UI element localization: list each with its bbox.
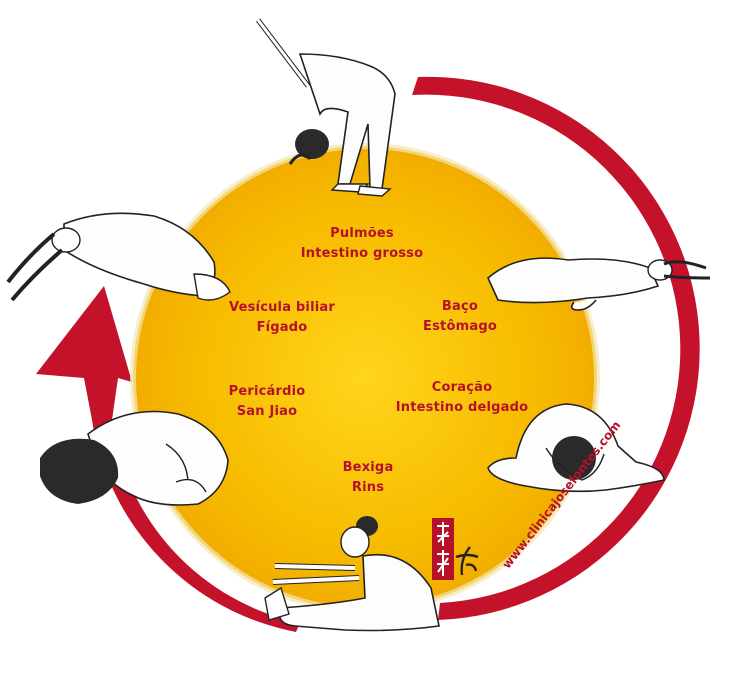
- label-coracao-line2: Intestino delgado: [395, 400, 529, 415]
- cycle-arrow-head: [36, 286, 132, 420]
- label-bexiga: Bexiga Rins: [343, 458, 394, 498]
- label-coracao-line1: Coração: [431, 380, 493, 395]
- element-circle: [133, 146, 597, 610]
- label-pulmoes: Pulmões Intestino grosso: [301, 224, 424, 264]
- label-pericardio-line1: Pericárdio: [228, 384, 306, 399]
- label-pericardio: Pericárdio San Jiao: [229, 382, 306, 422]
- seated-forward-bend-figure: [255, 508, 445, 643]
- label-pericardio-line2: San Jiao: [236, 404, 298, 419]
- label-vesicula: Vesícula biliar Fígado: [229, 298, 335, 338]
- label-baco: Baço Estômago: [423, 297, 497, 337]
- side-stretch-figure: [4, 204, 234, 309]
- label-bexiga-line1: Bexiga: [342, 460, 394, 475]
- label-vesicula-line1: Vesícula biliar: [229, 300, 335, 315]
- label-pulmoes-line2: Intestino grosso: [300, 246, 424, 261]
- label-bexiga-line2: Rins: [351, 480, 385, 495]
- signature-mark: [452, 545, 480, 583]
- standing-forward-bend-figure: [250, 14, 410, 199]
- butterfly-forward-fold-figure: [486, 398, 666, 496]
- reclining-hero-figure: [478, 238, 713, 313]
- label-vesicula-line2: Fígado: [256, 320, 308, 335]
- label-baco-line2: Estômago: [423, 319, 497, 334]
- label-baco-line1: Baço: [441, 299, 479, 314]
- label-pulmoes-line1: Pulmões: [330, 226, 394, 241]
- chinese-seal-stamp: [432, 518, 454, 580]
- crouching-fold-figure: [38, 404, 233, 514]
- label-coracao: Coração Intestino delgado: [396, 378, 529, 418]
